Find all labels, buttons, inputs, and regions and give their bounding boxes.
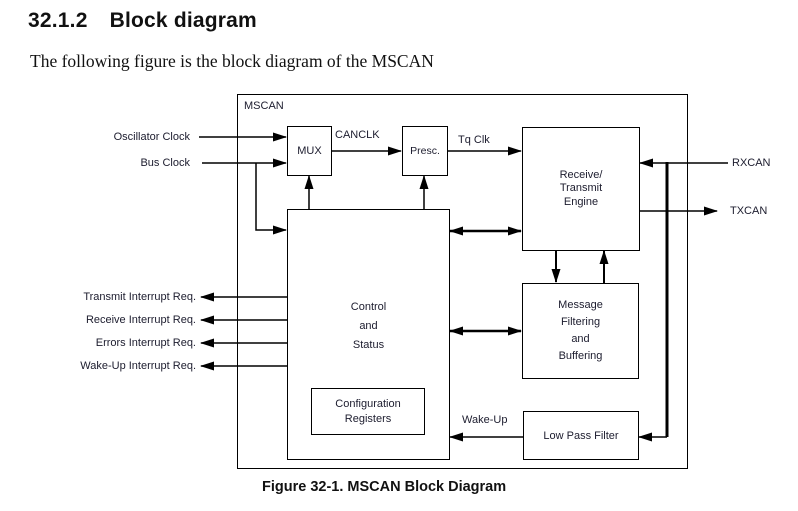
figure-caption: Figure 32-1. MSCAN Block Diagram: [262, 479, 507, 495]
errors-irq-label: Errors Interrupt Req.: [95, 337, 196, 349]
oscillator-clock-label: Oscillator Clock: [113, 131, 190, 143]
config-registers-label-line1: Configuration: [335, 397, 401, 410]
control-status-label-line1: Control: [350, 301, 387, 313]
intro-paragraph: The following figure is the block diagra…: [30, 51, 434, 71]
wake-up-irq-label: Wake-Up Interrupt Req.: [80, 360, 196, 372]
low-pass-filter-label: Low Pass Filter: [543, 429, 619, 442]
canclk-label: CANCLK: [335, 129, 380, 141]
low-pass-filter-block: Low Pass Filter: [523, 411, 639, 460]
message-filtering-label-line4: Buffering: [558, 350, 603, 362]
rx-tx-engine-block: Receive/ Transmit Engine: [522, 127, 640, 251]
bus-clock-label: Bus Clock: [140, 157, 190, 169]
config-registers-block: Configuration Registers: [311, 388, 425, 435]
message-filtering-label-line3: and: [571, 333, 590, 345]
receive-irq-label: Receive Interrupt Req.: [85, 314, 196, 326]
wake-up-label: Wake-Up: [462, 414, 508, 426]
prescaler-block: Presc.: [402, 126, 448, 176]
rx-tx-engine-label-line3: Engine: [563, 195, 599, 208]
rx-tx-engine-label-line1: Receive/: [559, 168, 603, 181]
message-filtering-block: Message Filtering and Buffering: [522, 283, 639, 379]
section-heading: 32.1.2 Block diagram: [28, 9, 257, 33]
prescaler-block-label: Presc.: [410, 145, 440, 157]
transmit-irq-label: Transmit Interrupt Req.: [83, 291, 196, 303]
config-registers-label-line2: Registers: [344, 412, 392, 425]
section-title: Block diagram: [109, 9, 257, 32]
mscan-container-label: MSCAN: [244, 100, 284, 112]
control-status-label-line3: Status: [352, 339, 385, 351]
section-number: 32.1.2: [28, 9, 88, 32]
mux-block-label: MUX: [297, 145, 322, 157]
bus-clock-branch-line: [255, 163, 287, 235]
mscan-container-box: [237, 94, 688, 469]
message-filtering-label-line1: Message: [558, 299, 603, 311]
txcan-label: TXCAN: [730, 205, 768, 217]
rxcan-label: RXCAN: [732, 157, 771, 169]
tq-clk-label: Tq Clk: [458, 134, 490, 146]
control-status-label-line2: and: [359, 320, 378, 332]
message-filtering-label-line2: Filtering: [560, 316, 601, 328]
mux-block: MUX: [287, 126, 332, 176]
rx-tx-engine-label-line2: Transmit: [559, 182, 603, 195]
